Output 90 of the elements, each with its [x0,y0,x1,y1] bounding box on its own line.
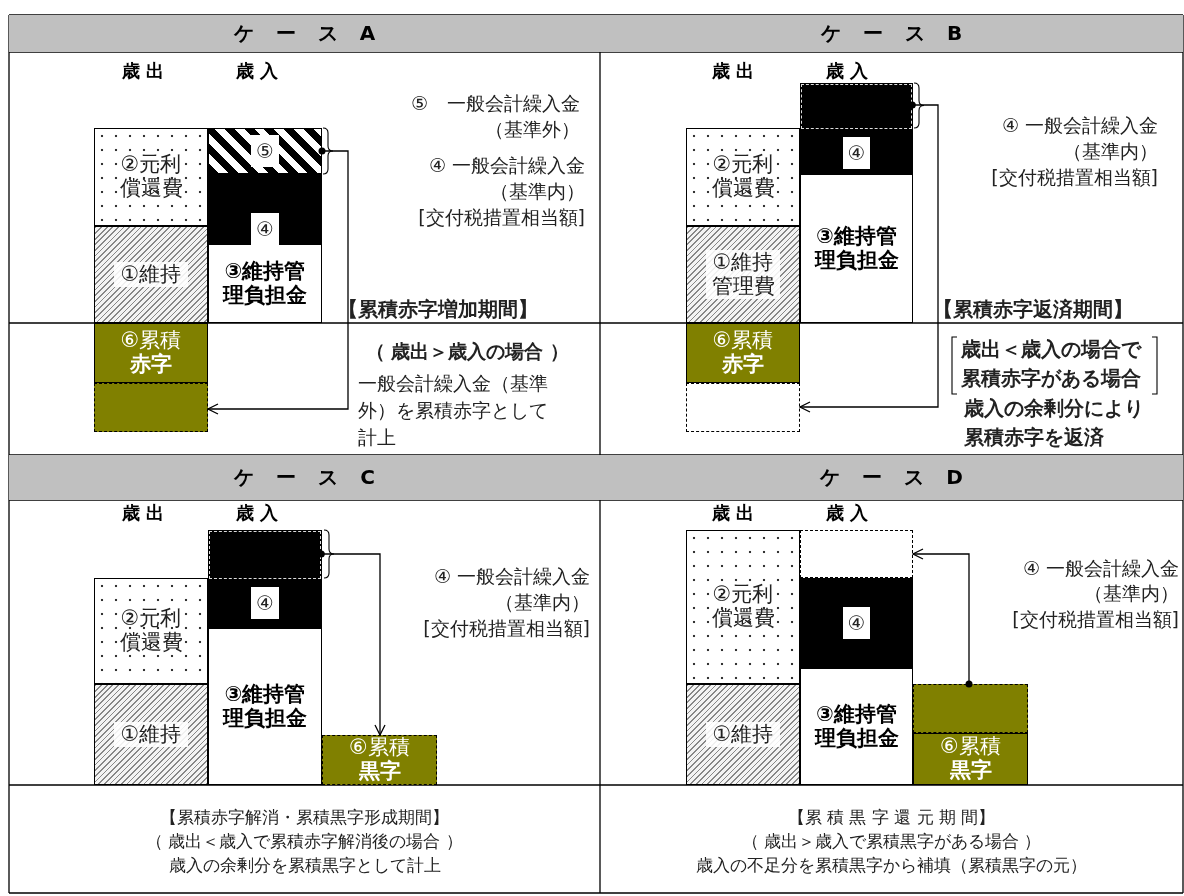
bar-segment [94,323,208,383]
panel-header: ケースA [9,15,600,52]
condition-text: 歳入の余剰分により累積赤字を返済 [964,395,1145,451]
bar-segment [800,83,913,174]
annotation-text: [交付税措置相当額] [422,616,590,641]
bar-segment [208,128,322,174]
annotation-text: ④ 一般会計繰入金 [432,564,590,589]
dashed-box [94,383,208,432]
description-text: 歳入の不足分を累積黒字から補填（累積黒字の元） [695,854,1088,877]
number-badge: ④ [251,213,279,245]
segment-label: ②元利償還費 [710,583,776,631]
dashed-box [686,383,800,432]
dashed-box [913,684,1028,733]
segment-label: ①維持 [706,721,780,748]
segment-label: ⑥累積赤字 [711,329,775,377]
connector-arrow [317,550,386,736]
bar-segment [208,174,322,244]
panel-header: ケースB [600,15,1183,52]
number-badge: ④ [842,607,871,639]
bar-segment [800,578,913,668]
number-badge: ⑤ [251,135,279,167]
period-heading: 【累積赤字増加期間】 [338,296,539,322]
annotation-text: ④ 一般会計繰入金 [427,153,585,178]
bar-segment [322,735,437,785]
bar-segment [208,530,322,628]
segment-label: ③維持管理負担金 [221,683,308,730]
number-badge: ④ [251,587,279,619]
column-heading: 歳出 [712,501,762,525]
description-text: 【累 積 黒 字 還 元 期 間】 [786,806,997,829]
bar-segment [686,128,800,226]
column-heading: 歳入 [826,59,876,83]
connector-arrow [207,147,349,415]
bar-segment [94,684,208,785]
description-text: 歳入の余剰分を累積黒字として計上 [167,854,442,877]
condition-text: 歳出＜歳入の場合で累積赤字がある場合 [961,336,1143,392]
column-heading: 歳出 [122,501,172,525]
bar-segment [94,578,208,684]
column-heading: 歳入 [826,501,876,525]
annotation-text: [交付税措置相当額] [1011,607,1179,632]
period-heading: 【累積赤字返済期間】 [933,296,1134,322]
bar-segment [800,174,913,323]
segment-label: ③維持管理負担金 [813,225,900,272]
bar-segment [686,684,800,785]
segment-label: ②元利償還費 [710,153,776,201]
segment-label: ⑥累積黒字 [939,735,1002,783]
column-heading: 歳入 [236,501,286,525]
annotation-text: ④ 一般会計繰入金 [1000,113,1158,138]
bar-segment [208,628,322,785]
connector-arrow [799,101,939,413]
annotation-text: （基準内） [1062,139,1158,164]
bar-segment [800,668,913,785]
annotation-text: （基準内） [489,179,585,204]
number-badge: ④ [842,136,871,169]
dashed-box [800,530,913,578]
column-heading: 歳出 [712,59,762,83]
annotation-text: 一般会計繰入金（基準外）を累積赤字として計上 [358,371,549,450]
column-heading: 歳出 [122,59,172,83]
segment-label: ③維持管理負担金 [221,260,308,307]
annotation-text: [交付税措置相当額] [417,205,585,230]
dashed-box [209,531,321,579]
dashed-box [801,84,912,129]
bar-segment [686,226,800,323]
bar-segment [686,530,800,684]
segment-label: ⑥累積黒字 [348,736,411,784]
bar-segment [94,226,208,323]
annotation-text: （基準内） [1083,581,1179,606]
annotation-text: （基準外） [484,117,580,142]
panel-header: ケースD [600,455,1183,500]
bar-segment [913,733,1028,785]
condition-text: （ 歳出＞歳入の場合 ） [364,339,571,364]
segment-label: ②元利償還費 [118,153,184,201]
bar-segment [94,128,208,226]
description-text: （ 歳出＞歳入で累積黒字がある場合 ） [740,830,1043,853]
annotation-text: （基準内） [494,590,590,615]
description-text: 【累積赤字解消・累積黒字形成期間】 [159,806,450,829]
panel-header: ケースC [9,455,600,500]
annotation-text: ④ 一般会計繰入金 [1021,556,1179,581]
description-text: （ 歳出＜歳入で累積赤字解消後の場合 ） [145,830,464,853]
column-heading: 歳入 [236,59,286,83]
segment-label: ①維持管理費 [706,250,780,299]
annotation-text: [交付税措置相当額] [990,165,1158,190]
segment-label: ③維持管理負担金 [813,703,900,750]
segment-label: ⑥累積赤字 [119,329,183,377]
annotation-text: ⑤ 一般会計繰入金 [409,91,580,116]
bar-segment [208,244,322,323]
segment-label: ②元利償還費 [118,607,184,655]
segment-label: ①維持 [114,261,188,288]
bar-segment [686,323,800,383]
segment-label: ①維持 [114,721,188,748]
connector-arrow [912,548,973,688]
